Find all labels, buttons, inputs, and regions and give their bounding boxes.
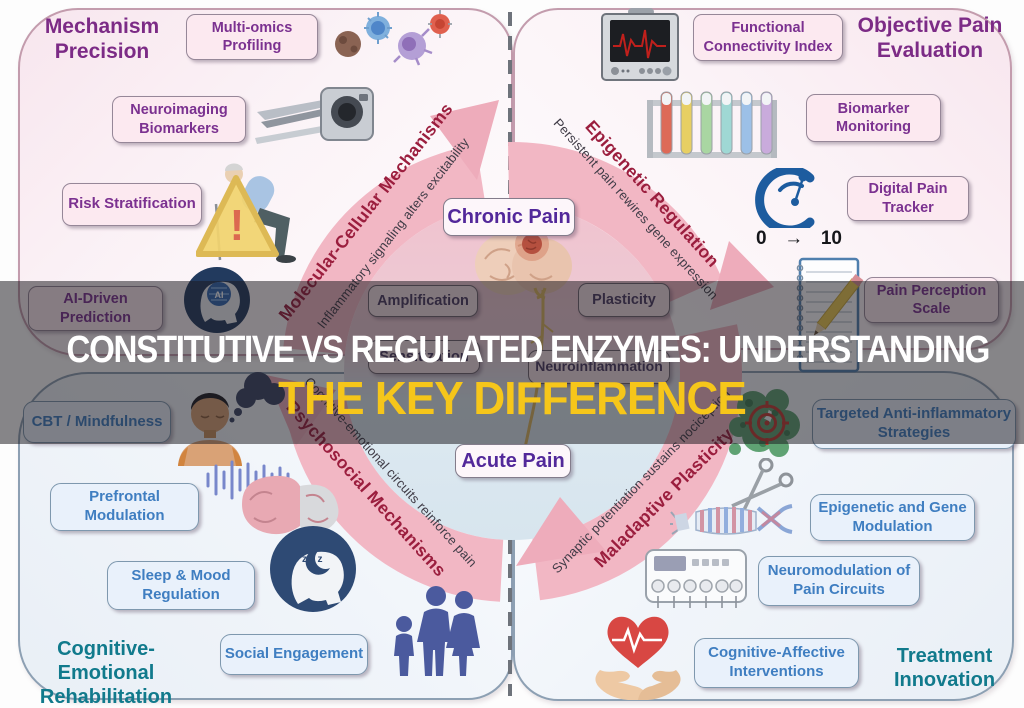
box-cognitive-affective-interventions: Cognitive-Affective Interventions: [694, 638, 859, 688]
ring-arrowhead-top: [430, 100, 499, 180]
family-icon: [394, 586, 480, 676]
caption-dim-overlay: [0, 281, 1024, 444]
box-sleep-mood-regulation: Sleep & Mood Regulation: [107, 561, 255, 610]
caption-line-1: CONSTITUTIVE VS REGULATED ENZYMES: UNDER…: [66, 329, 991, 371]
gene-editing-scissors-icon: [670, 458, 794, 535]
box-digital-pain-tracker: Digital Pain Tracker: [847, 176, 969, 221]
sleep-head-icon: z z z: [270, 526, 356, 612]
test-tube-rack-icon: [647, 91, 777, 158]
box-biomarker-monitoring: Biomarker Monitoring: [806, 94, 941, 142]
title-cognitive-emotional-rehabilitation: Cognitive-Emotional Rehabilitation: [39, 638, 173, 708]
heart-hands-icon: [595, 616, 681, 700]
patient-monitor-icon: [601, 8, 679, 81]
box-risk-stratification: Risk Stratification: [62, 183, 202, 226]
cells-cluster-icon: [335, 10, 452, 66]
svg-text:!: !: [230, 201, 245, 250]
title-mechanism-precision: Mechanism Precision: [44, 15, 160, 64]
caption-line-2: THE KEY DIFFERENCE: [278, 372, 747, 424]
title-treatment-innovation: Treatment Innovation: [893, 645, 996, 691]
title-objective-pain-evaluation: Objective Pain Evaluation: [857, 14, 1003, 63]
gauge-min: 0: [756, 228, 767, 249]
box-social-engagement: Social Engagement: [220, 634, 368, 675]
acute-pain-label: Acute Pain: [455, 444, 571, 478]
tens-device-icon: [645, 549, 747, 608]
gauge-scale-labels: 0 → 10: [756, 228, 842, 250]
box-neuroimaging-biomarkers: Neuroimaging Biomarkers: [112, 96, 246, 143]
svg-text:z z z: z z z: [302, 554, 323, 565]
gauge-arrow-icon: →: [784, 228, 804, 249]
chronic-pain-label: Chronic Pain: [443, 198, 575, 236]
brain-stimulation-icon: [206, 460, 339, 542]
fall-risk-warning-icon: !: [196, 163, 296, 263]
box-functional-connectivity-index: Functional Connectivity Index: [693, 14, 843, 61]
box-neuromodulation-pain-circuits: Neuromodulation of Pain Circuits: [758, 556, 920, 606]
ring-arc-bottom-left: [284, 398, 504, 602]
ring-arrowhead-bottom: [516, 497, 606, 566]
pain-gauge-icon: [755, 168, 815, 228]
ring-arc-top-right: [508, 141, 723, 304]
mri-scanner-icon: [255, 87, 374, 144]
box-epigenetic-gene-modulation: Epigenetic and Gene Modulation: [810, 494, 975, 541]
gauge-max: 10: [820, 228, 842, 249]
box-multi-omics-profiling: Multi-omics Profiling: [186, 14, 318, 60]
box-prefrontal-modulation: Prefrontal Modulation: [50, 483, 199, 531]
